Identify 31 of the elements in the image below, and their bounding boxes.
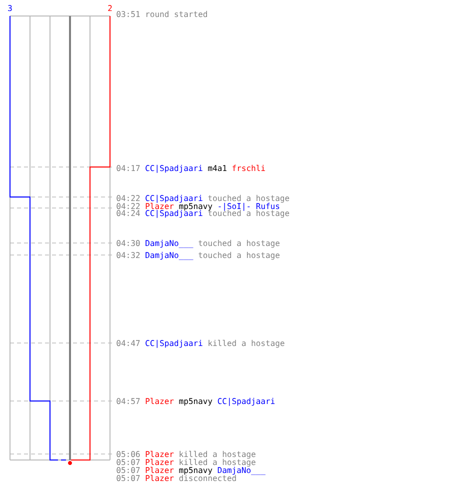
log-entry: 05:07 Plazer killed a hostage — [116, 458, 256, 467]
label: Plazer — [146, 466, 174, 474]
log-entry: 03:51 round started — [116, 10, 207, 18]
log-entry: 04:24 CC|Spadjaari touched a hostage — [116, 210, 290, 218]
label: Plazer — [146, 202, 174, 210]
label: mp5navy — [179, 398, 212, 406]
team-count: 3 — [8, 5, 12, 12]
label: 04:17 — [116, 165, 140, 172]
log-entry: 04:17 CC|Spadjaari m4a1 frschli — [116, 164, 265, 173]
log-entry: 04:32 DamjaNo___ touched a hostage — [116, 252, 280, 260]
log-entry: 04:22 Plazer mp5navy -|SoI|- Rufus — [116, 202, 280, 211]
label: 05:07 — [116, 467, 140, 474]
team-count: 2 — [108, 5, 112, 11]
label: 04:57 — [116, 398, 140, 404]
label: CC|Spadjaari — [146, 164, 202, 173]
log-entry: 04:22 CC|Spadjaari touched a hostage — [116, 194, 290, 203]
log-entry: 04:30 DamjaNo___ touched a hostage — [116, 240, 280, 248]
log-entry: 05:07 Plazer mp5navy DamjaNo___ — [116, 466, 266, 475]
label: frschli — [232, 164, 265, 172]
log-entry: 05:07 Plazer disconnected — [116, 474, 236, 482]
label: DamjaNo___ — [218, 466, 266, 475]
log-entry: 04:47 CC|Spadjaari killed a hostage — [116, 340, 284, 348]
label: -|SoI|- Rufus — [218, 202, 280, 211]
label: Plazer — [146, 398, 174, 404]
log-entry: 04:57 Plazer mp5navy CC|Spadjaari — [116, 398, 275, 406]
label: CC|Spadjaari — [218, 398, 275, 406]
label: m4a1 — [208, 165, 226, 172]
label: 04:22 — [116, 203, 140, 210]
label: mp5navy — [179, 467, 212, 475]
label: mp5navy — [179, 203, 212, 211]
log-entry: 05:06 Plazer killed a hostage — [116, 450, 256, 459]
